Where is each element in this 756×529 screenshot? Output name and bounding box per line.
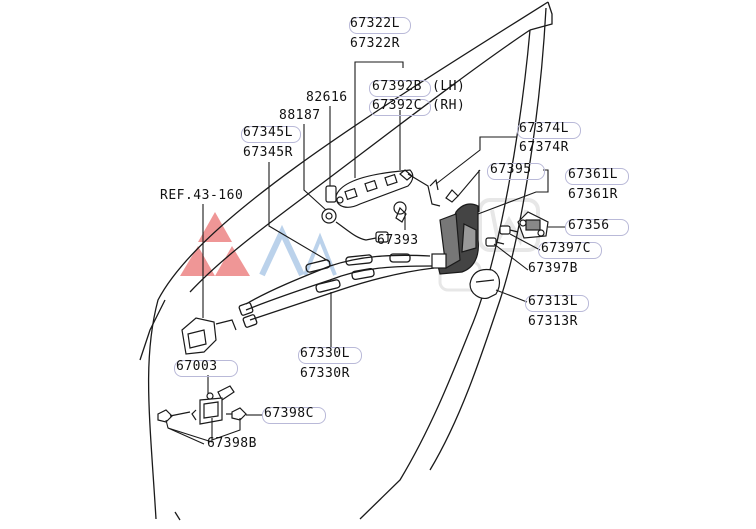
part-67313L: 67313L <box>528 294 578 309</box>
label-pill <box>538 242 602 259</box>
inside-handle-bracket <box>181 317 237 355</box>
label-pill <box>565 219 629 236</box>
part-67345L: 67345L <box>243 125 293 140</box>
leader-lines <box>165 61 566 445</box>
part-67345R: 67345R <box>243 145 293 160</box>
screws <box>485 225 519 247</box>
label-pill <box>349 17 411 34</box>
part-67322L: 67322L <box>350 16 400 31</box>
part-67398C: 67398C <box>264 406 314 421</box>
part-67392B: 67392B <box>372 79 422 94</box>
part-67392C: 67392C <box>372 98 422 113</box>
label-pill <box>298 347 362 364</box>
part-67395: 67395 <box>490 162 532 177</box>
part-67374R: 67374R <box>519 140 569 155</box>
control-rod <box>407 173 459 207</box>
part-82616: 82616 <box>306 90 348 105</box>
label-pill <box>241 126 301 143</box>
part-67392B-note: (LH) <box>432 79 466 94</box>
label-pill <box>174 360 238 377</box>
part-67330R: 67330R <box>300 366 350 381</box>
part-67356: 67356 <box>568 218 610 233</box>
part-67393: 67393 <box>377 233 419 248</box>
label-pill <box>487 163 545 180</box>
label-pill <box>517 122 581 139</box>
latch-assembly <box>431 203 479 275</box>
part-67398B: 67398B <box>207 436 257 451</box>
part-88187: 88187 <box>279 108 321 123</box>
part-67392C-note: (RH) <box>432 98 466 113</box>
key-cylinder <box>321 185 389 243</box>
latch-cover <box>469 268 501 299</box>
cables <box>238 253 435 328</box>
part-67361L: 67361L <box>568 167 618 182</box>
part-67330L: 67330L <box>300 346 350 361</box>
part-67003: 67003 <box>176 359 218 374</box>
door-outline <box>139 1 553 521</box>
label-pill <box>369 99 431 116</box>
label-pill <box>369 80 431 97</box>
part-67361R: 67361R <box>568 187 618 202</box>
ref-43-160: REF.43-160 <box>160 188 244 203</box>
bolts <box>157 407 247 423</box>
label-pill <box>525 295 589 312</box>
striker <box>517 211 549 239</box>
part-67397B: 67397B <box>528 261 578 276</box>
part-67313R: 67313R <box>528 314 578 329</box>
outside-handle <box>335 169 414 223</box>
label-pill <box>565 168 629 185</box>
part-67322R: 67322R <box>350 36 400 51</box>
door-check <box>191 385 235 425</box>
part-67374L: 67374L <box>519 121 569 136</box>
label-pill <box>262 407 326 424</box>
part-67397C: 67397C <box>541 241 591 256</box>
watermark-logo <box>180 212 337 277</box>
